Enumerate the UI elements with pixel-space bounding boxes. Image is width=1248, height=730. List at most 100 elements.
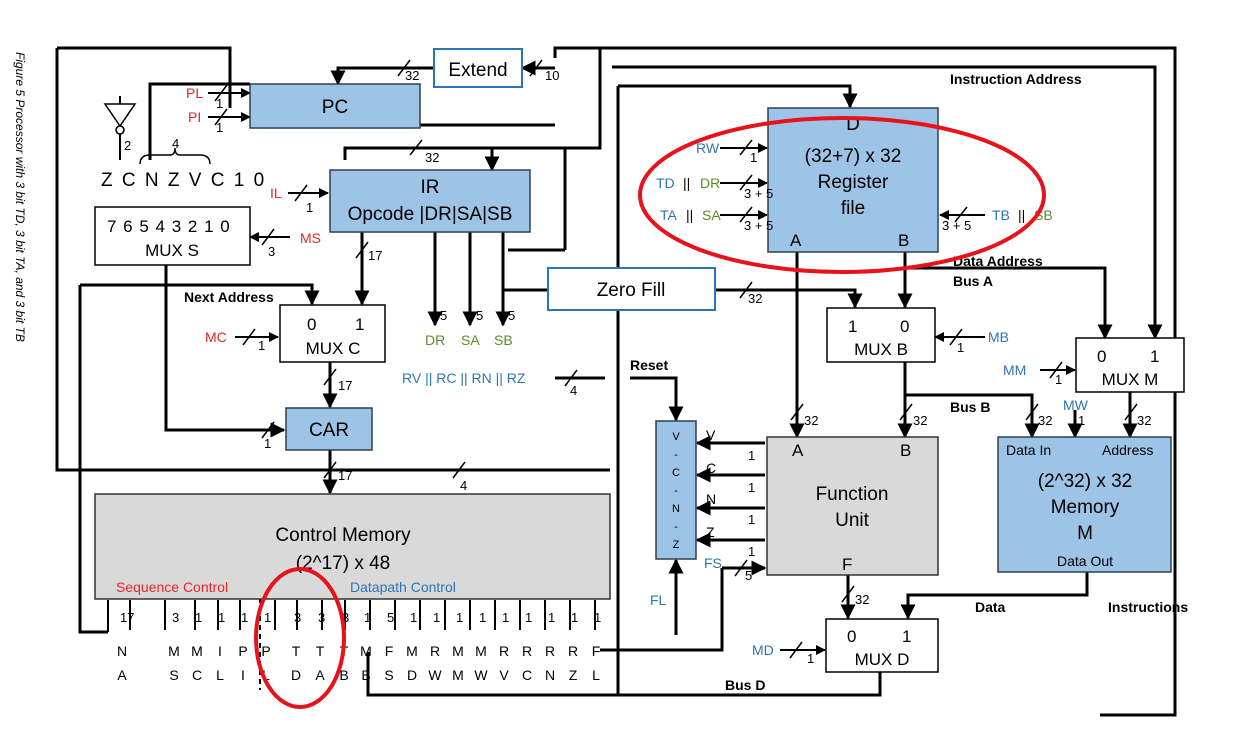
control-field-top: F bbox=[592, 643, 601, 659]
svg-text:1: 1 bbox=[216, 96, 223, 111]
svg-text:1: 1 bbox=[1078, 413, 1085, 428]
zero-fill-label: Zero Fill bbox=[597, 280, 666, 301]
mux-m-in1: 1 bbox=[1150, 347, 1159, 366]
mem-size: (2^32) x 32 bbox=[1038, 471, 1132, 492]
svg-text:1: 1 bbox=[750, 150, 757, 165]
svg-text:32: 32 bbox=[748, 291, 762, 306]
fu-name1: Function bbox=[816, 484, 889, 505]
mem-name2: M bbox=[1077, 523, 1093, 544]
sig-ms: MS bbox=[300, 230, 321, 246]
memory-block: Data In Address (2^32) x 32 Memory M Dat… bbox=[997, 436, 1172, 573]
fu-port-b: B bbox=[900, 441, 911, 460]
svg-text:1: 1 bbox=[807, 651, 814, 666]
control-field-width: 1 bbox=[410, 610, 417, 625]
datapath-control-label: Datapath Control bbox=[350, 579, 456, 595]
control-field-bottom: B bbox=[339, 667, 348, 683]
mem-data-out: Data Out bbox=[1057, 553, 1113, 569]
mux-d-label: MUX D bbox=[855, 650, 910, 669]
control-field-width: 1 bbox=[571, 610, 578, 625]
sig-sa: SA bbox=[702, 207, 721, 223]
control-field-bottom: L bbox=[592, 667, 600, 683]
control-field-top: R bbox=[430, 643, 440, 659]
next-address-label: Next Address bbox=[184, 289, 274, 305]
control-field-top: R bbox=[545, 643, 555, 659]
control-field-top: P bbox=[261, 643, 270, 659]
instructions-label: Instructions bbox=[1108, 599, 1188, 615]
control-field-width: 3 bbox=[172, 610, 179, 625]
sig-td: TD bbox=[656, 175, 675, 191]
reg-port-a: A bbox=[790, 231, 802, 250]
svg-text:||: || bbox=[1018, 207, 1025, 223]
svg-text:10: 10 bbox=[545, 68, 559, 83]
svg-text:1: 1 bbox=[306, 200, 313, 215]
control-field-width: 1 bbox=[479, 610, 486, 625]
control-field-bottom: A bbox=[117, 667, 127, 683]
svg-text:||: || bbox=[686, 207, 693, 223]
control-field-width: 1 bbox=[502, 610, 509, 625]
control-field-width: 3 bbox=[318, 610, 325, 625]
flag-n: N bbox=[706, 491, 716, 507]
svg-text:32: 32 bbox=[1137, 413, 1151, 428]
sig-mw: MW bbox=[1063, 397, 1089, 413]
sig-mc: MC bbox=[205, 329, 227, 345]
control-field-bottom: W bbox=[474, 667, 488, 683]
bus-b-label: Bus B bbox=[950, 399, 990, 415]
control-field-bottom: S bbox=[384, 667, 393, 683]
mux-d-in1: 1 bbox=[902, 627, 911, 646]
register-file-block: D (32+7) x 32 Register file A B bbox=[767, 107, 939, 253]
mux-m-in0: 0 bbox=[1097, 347, 1106, 366]
sig-md: MD bbox=[752, 642, 774, 658]
mux-s-label: MUX S bbox=[145, 241, 199, 260]
mux-s-block: 7 6 5 4 3 2 1 0 MUX S bbox=[94, 206, 251, 266]
instruction-address-label: Instruction Address bbox=[950, 71, 1082, 87]
control-field-bottom: V bbox=[499, 667, 509, 683]
svg-text:32: 32 bbox=[1038, 413, 1052, 428]
car-block: CAR bbox=[285, 407, 373, 451]
svg-text:1: 1 bbox=[264, 436, 271, 451]
function-unit-block: A B Function Unit F bbox=[766, 436, 939, 576]
mux-b-in0: 0 bbox=[900, 317, 909, 336]
control-field-width: 1 bbox=[433, 610, 440, 625]
fu-port-f: F bbox=[842, 555, 852, 574]
flag-c: C bbox=[706, 460, 716, 476]
extend-label: Extend bbox=[448, 60, 507, 81]
control-field-top: R bbox=[499, 643, 509, 659]
control-field-top: N bbox=[117, 643, 127, 659]
svg-text:N: N bbox=[672, 503, 680, 515]
reg-size: (32+7) x 32 bbox=[805, 146, 902, 167]
svg-text:5: 5 bbox=[508, 308, 515, 323]
control-field-bottom: S bbox=[169, 667, 178, 683]
control-field-top: M bbox=[360, 643, 372, 659]
vcnz-block: V - C - N - Z bbox=[655, 420, 697, 560]
svg-text:32: 32 bbox=[913, 413, 927, 428]
mux-m-label: MUX M bbox=[1102, 370, 1159, 389]
ir-block: IR Opcode |DR|SA|SB bbox=[329, 169, 531, 233]
svg-text:4: 4 bbox=[570, 383, 577, 398]
reg-name2: file bbox=[841, 198, 865, 219]
sig-dr: DR bbox=[700, 175, 720, 191]
control-field-bottom: L bbox=[216, 667, 224, 683]
svg-text:||: || bbox=[683, 175, 690, 191]
svg-text:3 + 5: 3 + 5 bbox=[942, 218, 971, 233]
svg-text:3: 3 bbox=[268, 244, 275, 259]
control-field-bottom: D bbox=[291, 667, 301, 683]
svg-text:4: 4 bbox=[460, 478, 467, 493]
svg-text:1: 1 bbox=[1055, 372, 1062, 387]
fu-port-a: A bbox=[792, 441, 804, 460]
control-field-width: 1 bbox=[548, 610, 555, 625]
svg-text:17: 17 bbox=[368, 248, 382, 263]
inverter-gate bbox=[103, 96, 137, 160]
control-field-bottom: I bbox=[241, 667, 245, 683]
control-memory-size: (2^17) x 48 bbox=[296, 553, 390, 574]
sig-fs: FS bbox=[704, 555, 722, 571]
control-field-top: M bbox=[406, 643, 418, 659]
sequence-control-label: Sequence Control bbox=[116, 579, 228, 595]
sig-tb: TB bbox=[992, 207, 1010, 223]
sig-rv-rc-rn-rz: RV || RC || RN || RZ bbox=[402, 370, 526, 386]
flag-v: V bbox=[706, 427, 716, 443]
width-4-label: 4 bbox=[172, 136, 179, 151]
control-word-fields: 17NA3MS1MC1IL1PI1PL3TD3TA3TB1MB5FS1MD1RW… bbox=[117, 610, 601, 683]
sig-rw: RW bbox=[696, 140, 720, 156]
pc-label: PC bbox=[322, 97, 348, 118]
